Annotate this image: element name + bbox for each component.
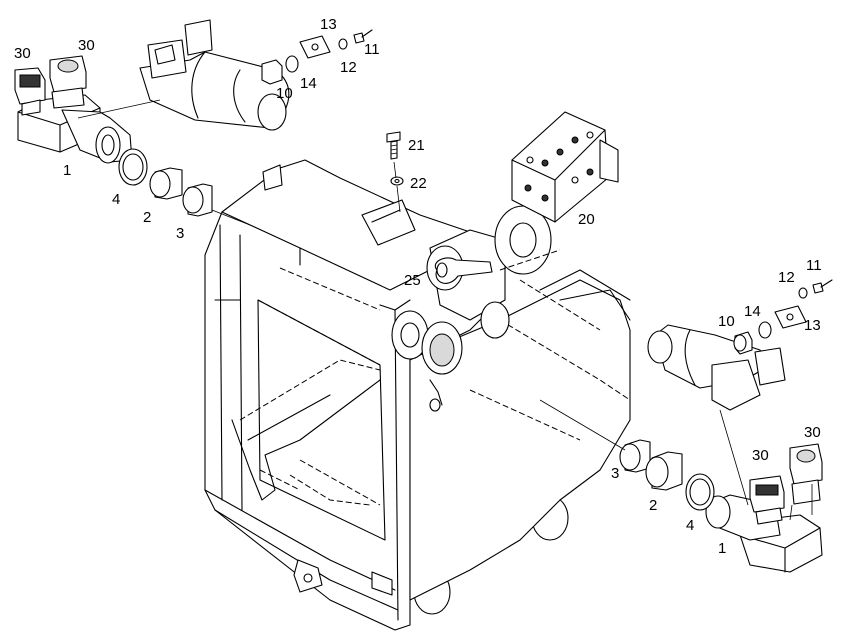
label-14-lower: 14 — [744, 303, 761, 320]
label-3-lower: 3 — [611, 465, 619, 482]
lower-bushing-leader — [539, 399, 626, 451]
bushing-3-lower — [619, 439, 651, 473]
pivot-pin-25 — [434, 257, 493, 284]
bushing-2-lower — [645, 451, 683, 491]
bolt-11-lower — [812, 279, 833, 294]
label-11-lower: 11 — [806, 257, 822, 274]
clamp-leaders-lower — [789, 484, 813, 521]
clamp-30-left — [14, 67, 46, 116]
label-13-lower: 13 — [804, 317, 821, 334]
pivot-bearing-center — [421, 321, 463, 412]
label-30-upper-a: 30 — [14, 45, 31, 62]
bolt-11-upper — [353, 29, 373, 44]
fitting-10-lower — [733, 331, 753, 355]
label-20: 20 — [578, 211, 595, 228]
label-25: 25 — [404, 272, 421, 289]
washer-22 — [390, 176, 404, 186]
label-2-upper: 2 — [143, 209, 151, 226]
label-4-upper: 4 — [112, 191, 120, 208]
control-valve-20 — [511, 111, 619, 223]
cylinder-rod-upper-left — [139, 19, 290, 131]
rear-structure — [499, 249, 631, 321]
label-2-lower: 2 — [649, 497, 657, 514]
pivot-boss-left — [391, 310, 429, 360]
label-30-upper-b: 30 — [78, 37, 95, 54]
washer-12-lower — [798, 287, 808, 299]
label-22: 22 — [410, 175, 427, 192]
label-13-upper: 13 — [320, 16, 337, 33]
clamp-30-lower-left — [749, 475, 785, 525]
o-ring-14-lower — [758, 321, 772, 339]
bolt-21-leader — [393, 161, 401, 213]
label-10-lower: 10 — [718, 313, 735, 330]
cylinder-leader-upper — [77, 99, 161, 119]
main-frame — [204, 159, 631, 631]
label-4-lower: 4 — [686, 517, 694, 534]
seal-ring-4-lower — [685, 473, 715, 511]
bushing-2-upper — [149, 167, 183, 200]
label-12-upper: 12 — [340, 59, 357, 76]
label-14-upper: 14 — [300, 75, 317, 92]
label-30-lower-b: 30 — [804, 424, 821, 441]
label-10-upper: 10 — [276, 85, 293, 102]
clamp-30-right — [49, 55, 87, 109]
fitting-10-upper — [261, 59, 283, 85]
label-30-lower-a: 30 — [752, 447, 769, 464]
label-11-upper: 11 — [364, 41, 380, 58]
label-12-lower: 12 — [778, 269, 795, 286]
clamp-30-lower-right — [789, 443, 823, 505]
cover-plate-13-lower — [774, 305, 807, 329]
bushing-3-upper — [182, 183, 213, 217]
label-1-lower: 1 — [718, 540, 726, 557]
upper-bushing-leader — [211, 209, 251, 226]
washer-12-upper — [338, 38, 348, 50]
seal-ring-4-upper — [118, 148, 148, 186]
label-1-upper: 1 — [63, 162, 71, 179]
part-labels: 30 30 1 4 2 3 13 11 12 14 10 21 22 20 25… — [14, 16, 822, 557]
cover-plate-13-upper — [299, 35, 331, 59]
cylinder-leader-lower — [719, 409, 749, 506]
bolt-21 — [386, 131, 401, 160]
label-21: 21 — [408, 137, 425, 154]
cylinder-rod-lower-right — [647, 324, 786, 411]
o-ring-14-upper — [285, 55, 299, 73]
label-3-upper: 3 — [176, 225, 184, 242]
